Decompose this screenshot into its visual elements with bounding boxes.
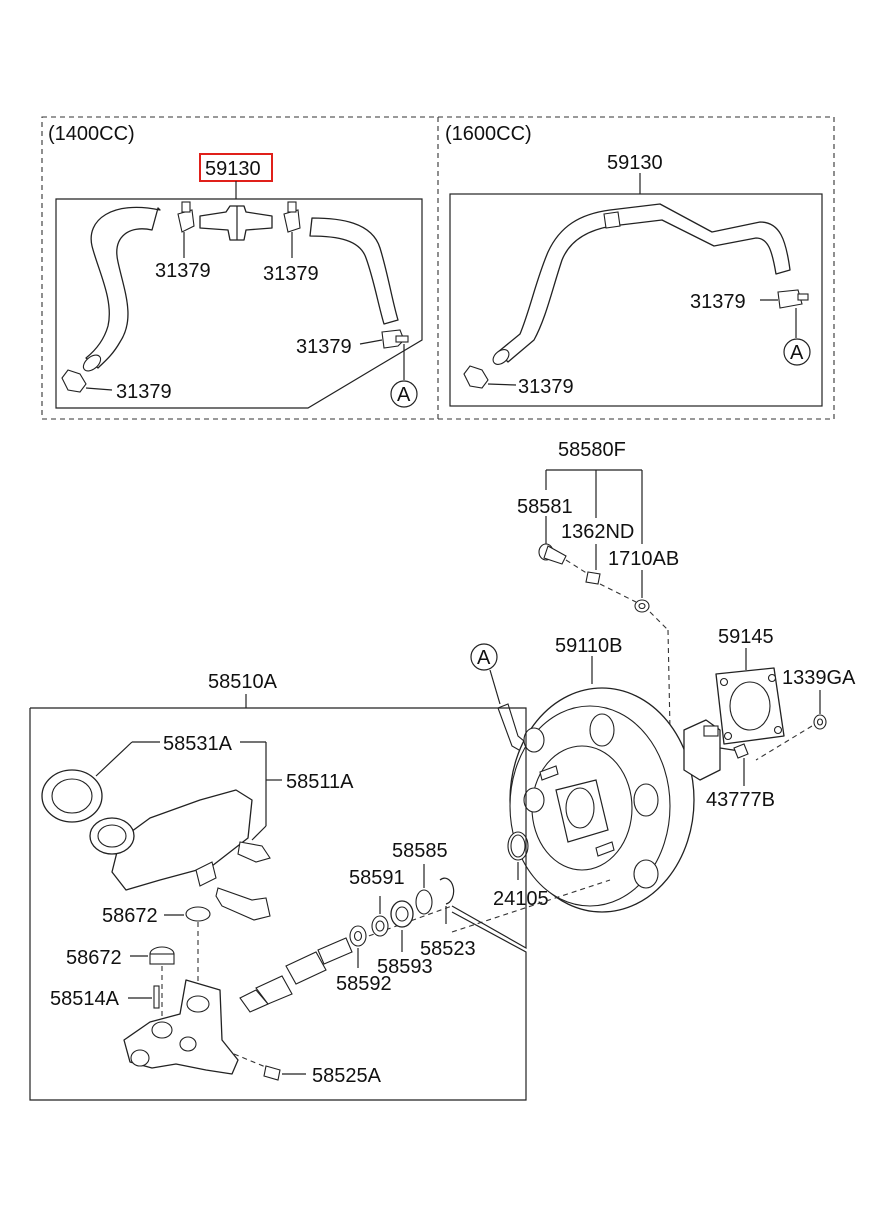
- hose-assembly-1600cc: 59130 31379 A 31379: [449, 152, 823, 407]
- gasket: 59145 1339GA: [715, 626, 856, 761]
- label-1339ga[interactable]: 1339GA: [782, 667, 856, 689]
- label-31379-right-1600[interactable]: 31379: [690, 291, 746, 313]
- engine-variant-frame: [41, 116, 835, 420]
- label-43777b[interactable]: 43777B: [706, 789, 775, 811]
- brake-booster: 59110B A 43777B: [470, 635, 775, 913]
- label-59130-1600[interactable]: 59130: [607, 152, 663, 174]
- label-58591[interactable]: 58591: [349, 867, 405, 889]
- label-58510a[interactable]: 58510A: [208, 671, 278, 693]
- label-58511a[interactable]: 58511A: [286, 771, 354, 793]
- label-59130-1400[interactable]: 59130: [205, 158, 261, 180]
- label-58593[interactable]: 58593: [377, 956, 433, 978]
- label-58525a[interactable]: 58525A: [312, 1065, 382, 1087]
- section-title-1600cc: (1600CC): [445, 123, 532, 145]
- pin-kit: 58580F 58581 1362ND 1710AB: [517, 439, 679, 731]
- label-1362nd[interactable]: 1362ND: [561, 521, 634, 543]
- label-31379-left-1400[interactable]: 31379: [155, 260, 211, 282]
- label-31379-mid-1400[interactable]: 31379: [263, 263, 319, 285]
- ref-a-1400: A: [397, 384, 411, 406]
- label-31379-right-1400[interactable]: 31379: [296, 336, 352, 358]
- label-58580f[interactable]: 58580F: [558, 439, 626, 461]
- label-58672-top[interactable]: 58672: [102, 905, 158, 927]
- label-59145[interactable]: 59145: [718, 626, 774, 648]
- label-58672-bottom[interactable]: 58672: [66, 947, 122, 969]
- label-58523[interactable]: 58523: [420, 938, 476, 960]
- label-58531a[interactable]: 58531A: [163, 733, 233, 755]
- section-title-1400cc: (1400CC): [48, 123, 135, 145]
- label-24105[interactable]: 24105: [493, 888, 549, 910]
- label-59110b[interactable]: 59110B: [555, 635, 622, 657]
- hose-assembly-1400cc: 59130 A 31379 31379 31379 31379: [55, 153, 423, 409]
- label-58514a[interactable]: 58514A: [50, 988, 120, 1010]
- ref-a-1600: A: [790, 342, 804, 364]
- label-58585[interactable]: 58585: [392, 840, 448, 862]
- label-58581[interactable]: 58581: [517, 496, 573, 518]
- ref-a-booster: A: [477, 647, 491, 669]
- master-cylinder-assembly: 58510A 58531A 58511A 58672 58672: [29, 671, 527, 1101]
- label-31379-bottom-1400[interactable]: 31379: [116, 381, 172, 403]
- label-31379-bottom-1600[interactable]: 31379: [518, 376, 574, 398]
- label-58592[interactable]: 58592: [336, 973, 392, 995]
- label-1710ab[interactable]: 1710AB: [608, 548, 679, 570]
- o-ring: 24105: [451, 831, 611, 933]
